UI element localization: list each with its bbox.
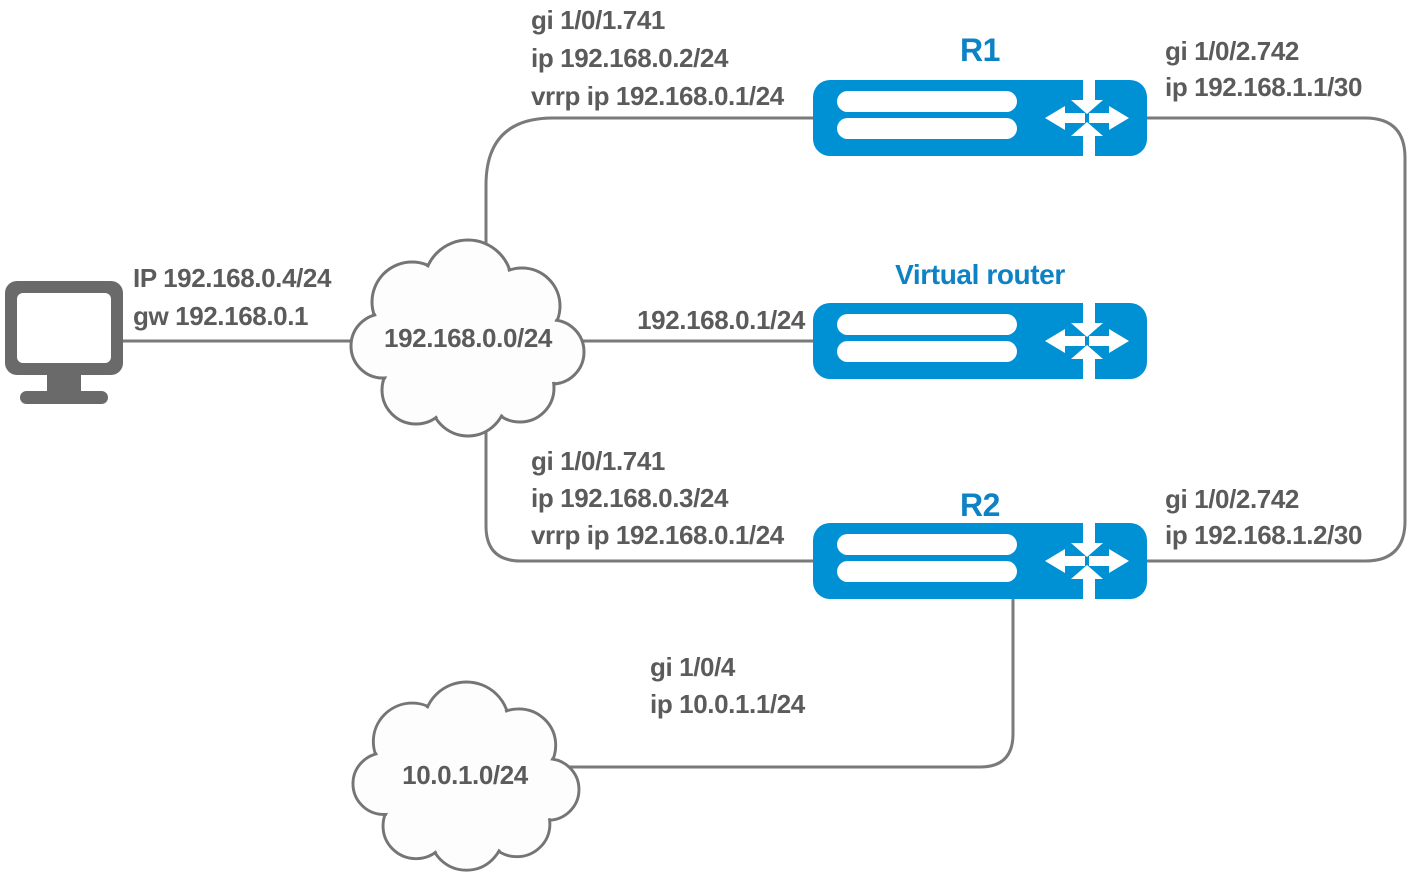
virtual-router-address-label: 192.168.0.1/24 xyxy=(637,305,805,335)
remote-cloud-label: 10.0.1.0/24 xyxy=(402,760,528,790)
lan-cloud-label: 192.168.0.0/24 xyxy=(384,323,552,353)
r1-lan-if-port: gi 1/0/1.741 xyxy=(531,5,665,35)
link-lan-r2 xyxy=(484,385,816,563)
r1-name: R1 xyxy=(959,32,1001,68)
r1-lan-if-vrrp: vrrp ip 192.168.0.1/24 xyxy=(531,81,784,111)
pc-gateway-label: gw 192.168.0.1 xyxy=(133,301,309,331)
router-virtual-icon xyxy=(813,298,1147,384)
r2-name: R2 xyxy=(959,487,1001,523)
r1-wan-if-ip: ip 192.168.1.1/30 xyxy=(1165,72,1363,102)
link-r1-r2 xyxy=(1145,116,1407,563)
virtual-router-name: Virtual router xyxy=(895,259,1065,290)
link-r2-remote xyxy=(480,597,1015,769)
pc-ip-label: IP 192.168.0.4/24 xyxy=(133,263,332,293)
r2-downlink-if-ip: ip 10.0.1.1/24 xyxy=(650,689,805,719)
r1-lan-interface-label: gi 1/0/1.741 ip 192.168.0.2/24 vrrp ip 1… xyxy=(531,1,784,115)
r2-downlink-if-port: gi 1/0/4 xyxy=(650,652,735,682)
pc-icon xyxy=(5,281,123,404)
pc-address-labels: IP 192.168.0.4/24 gw 192.168.0.1 xyxy=(133,259,331,335)
r1-wan-interface-label: gi 1/0/2.742 ip 192.168.1.1/30 xyxy=(1165,33,1362,105)
r2-lan-if-ip: ip 192.168.0.3/24 xyxy=(531,483,729,513)
link-lan-r1 xyxy=(484,116,816,300)
r1-wan-if-port: gi 1/0/2.742 xyxy=(1165,36,1299,66)
router-r1-icon xyxy=(813,75,1147,161)
r2-wan-if-port: gi 1/0/2.742 xyxy=(1165,484,1299,514)
r2-lan-if-port: gi 1/0/1.741 xyxy=(531,446,665,476)
r1-lan-if-ip: ip 192.168.0.2/24 xyxy=(531,43,729,73)
r2-lan-interface-label: gi 1/0/1.741 ip 192.168.0.3/24 vrrp ip 1… xyxy=(531,443,784,554)
router-r2-icon xyxy=(813,518,1147,604)
r2-wan-if-ip: ip 192.168.1.2/30 xyxy=(1165,520,1363,550)
r2-wan-interface-label: gi 1/0/2.742 ip 192.168.1.2/30 xyxy=(1165,481,1362,553)
r2-lan-if-vrrp: vrrp ip 192.168.0.1/24 xyxy=(531,520,784,550)
r2-downlink-interface-label: gi 1/0/4 ip 10.0.1.1/24 xyxy=(650,649,805,723)
